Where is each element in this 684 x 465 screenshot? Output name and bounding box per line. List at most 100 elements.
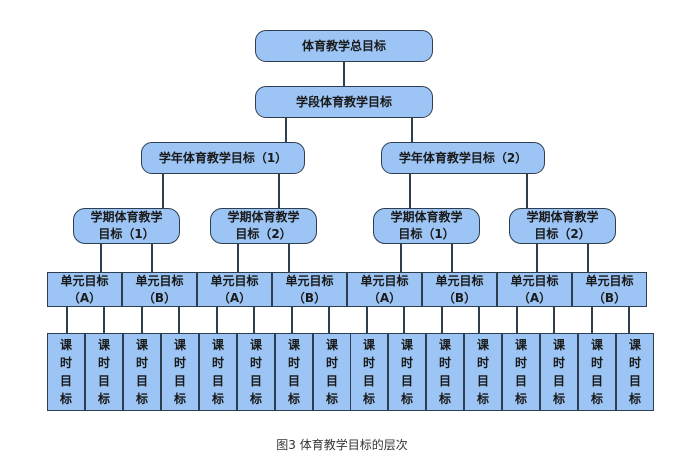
lesson-goal-char: 时 <box>249 356 262 370</box>
connector-year2-term4 <box>526 174 528 208</box>
stage-goal-box-text-1: 学段体育教学目标 <box>295 94 392 109</box>
lesson-goal-char: 时 <box>135 356 148 370</box>
lesson-goal-box-12: 课时目标 <box>464 333 502 411</box>
unit-goal-box-4: 单元目标（B） <box>272 272 347 307</box>
unit-goal-box-6-text-1: 单元目标 <box>435 273 484 288</box>
connector-unit1-lesson-b <box>103 307 105 333</box>
lesson-goal-char: 课 <box>287 338 300 352</box>
lesson-goal-char: 标 <box>325 392 338 406</box>
unit-goal-box-3-text-1: 单元目标 <box>210 273 259 288</box>
lesson-goal-char: 标 <box>552 392 565 406</box>
lesson-goal-box-7: 课时目标 <box>275 333 313 411</box>
lesson-goal-char: 标 <box>400 392 413 406</box>
term-goal-box-1: 学期体育教学目标（1） <box>73 208 180 244</box>
connector-stage-year-1 <box>285 118 287 142</box>
term-goal-box-1-text-2: 目标（1） <box>98 227 155 241</box>
unit-goal-box-1-text-1: 单元目标 <box>60 273 109 288</box>
lesson-goal-char: 时 <box>628 356 641 370</box>
year-goal-box-1: 学年体育教学目标（1） <box>141 142 305 174</box>
lesson-goal-char: 时 <box>362 356 375 370</box>
lesson-goal-char: 时 <box>438 356 451 370</box>
lesson-goal-char: 课 <box>476 338 489 352</box>
unit-goal-box-8-text-2: （B） <box>592 290 627 305</box>
lesson-goal-char: 标 <box>287 392 300 406</box>
lesson-goal-char: 时 <box>59 356 72 370</box>
connector-unit6-lesson-a <box>441 307 443 333</box>
term-goal-box-2-text-2: 目标（2） <box>235 227 292 241</box>
unit-goal-box-3: 单元目标 （A） <box>197 272 272 307</box>
lesson-goal-char: 课 <box>135 338 148 352</box>
lesson-goal-char: 目 <box>287 374 300 388</box>
connector-unit2-lesson-b <box>178 307 180 333</box>
lesson-goal-box-6: 课时目标 <box>237 333 275 411</box>
lesson-goal-char: 课 <box>552 338 565 352</box>
lesson-goal-box-14: 课时目标 <box>540 333 578 411</box>
connector-unit8-lesson-b <box>628 307 630 333</box>
lesson-goal-char: 时 <box>325 356 338 370</box>
unit-goal-box-5: 单元目标 （A） <box>347 272 422 307</box>
unit-goal-box-7: 单元目标（A） <box>497 272 572 307</box>
lesson-goal-char: 目 <box>325 374 338 388</box>
connector-year1-term1 <box>162 174 164 208</box>
term-goal-box-3-text-1: 学期体育教学 <box>390 210 463 224</box>
unit-goal-box-5-text-2: （A） <box>367 290 402 305</box>
unit-goal-box-2-text-1: 单元目标 <box>135 273 184 288</box>
lesson-goal-box-3: 课时目标 <box>123 333 161 411</box>
lesson-goal-char: 课 <box>590 338 603 352</box>
lesson-goal-char: 目 <box>552 374 565 388</box>
lesson-goal-char: 课 <box>59 338 72 352</box>
lesson-goal-char: 课 <box>438 338 451 352</box>
connector-term4-unitA <box>536 244 538 272</box>
unit-goal-box-2: 单元目标 （B） <box>122 272 197 307</box>
lesson-goal-char: 目 <box>135 374 148 388</box>
unit-goal-box-7-text-1: 单元目标 <box>510 273 559 288</box>
unit-goal-box-8: 单元目标 （B） <box>572 272 647 307</box>
connector-unit2-lesson-a <box>141 307 143 333</box>
connector-root-stage <box>343 62 345 86</box>
lesson-goal-char: 标 <box>97 392 110 406</box>
unit-goal-box-8-text-1: 单元目标 <box>585 273 634 288</box>
lesson-goal-char: 标 <box>590 392 603 406</box>
lesson-goal-char: 标 <box>476 392 489 406</box>
term-goal-box-4-text-1: 学期体育教学 <box>526 210 599 224</box>
lesson-goal-char: 课 <box>362 338 375 352</box>
lesson-goal-box-10: 课时目标 <box>388 333 426 411</box>
unit-goal-box-3-text-2: （A） <box>217 290 252 305</box>
connector-term3-unitA <box>400 244 402 272</box>
lesson-goal-char: 目 <box>438 374 451 388</box>
lesson-goal-char: 目 <box>97 374 110 388</box>
term-goal-box-2-text-1: 学期体育教学 <box>227 210 300 224</box>
lesson-goal-char: 目 <box>173 374 186 388</box>
lesson-goal-char: 课 <box>514 338 527 352</box>
connector-year2-term3 <box>409 174 411 208</box>
lesson-goal-char: 标 <box>438 392 451 406</box>
lesson-goal-box-16: 课时目标 <box>616 333 654 411</box>
term-goal-box-3-text-2: 目标（1） <box>398 227 455 241</box>
lesson-goal-box-1: 课时目标 <box>47 333 85 411</box>
root-goal-box: 体育教学总目标 <box>255 30 433 62</box>
lesson-goal-box-15: 课时目标 <box>578 333 616 411</box>
unit-goal-box-2-text-2: （B） <box>142 290 177 305</box>
term-goal-box-3: 学期体育教学目标（1） <box>373 208 480 244</box>
year-goal-box-2-text-1: 学年体育教学目标（2） <box>398 150 528 165</box>
lesson-goal-box-4: 课时目标 <box>161 333 199 411</box>
connector-unit7-lesson-b <box>553 307 555 333</box>
lesson-goal-char: 目 <box>249 374 262 388</box>
connector-term1-unitB <box>151 244 153 272</box>
lesson-goal-box-13: 课时目标 <box>502 333 540 411</box>
lesson-goal-char: 课 <box>97 338 110 352</box>
lesson-goal-char: 标 <box>211 392 224 406</box>
term-goal-box-1-text-1: 学期体育教学 <box>90 210 163 224</box>
unit-goal-box-6-text-2: （B） <box>442 290 477 305</box>
lesson-goal-char: 课 <box>249 338 262 352</box>
year-goal-box-1-text-1: 学年体育教学目标（1） <box>158 150 288 165</box>
lesson-goal-char: 时 <box>476 356 489 370</box>
lesson-goal-char: 标 <box>173 392 186 406</box>
lesson-goal-char: 标 <box>628 392 641 406</box>
lesson-goal-char: 目 <box>400 374 413 388</box>
connector-term1-unitA <box>100 244 102 272</box>
unit-goal-box-5-text-1: 单元目标 <box>360 273 409 288</box>
term-goal-box-4-text-2: 目标（2） <box>534 227 591 241</box>
lesson-goal-char: 时 <box>400 356 413 370</box>
connector-unit8-lesson-a <box>591 307 593 333</box>
